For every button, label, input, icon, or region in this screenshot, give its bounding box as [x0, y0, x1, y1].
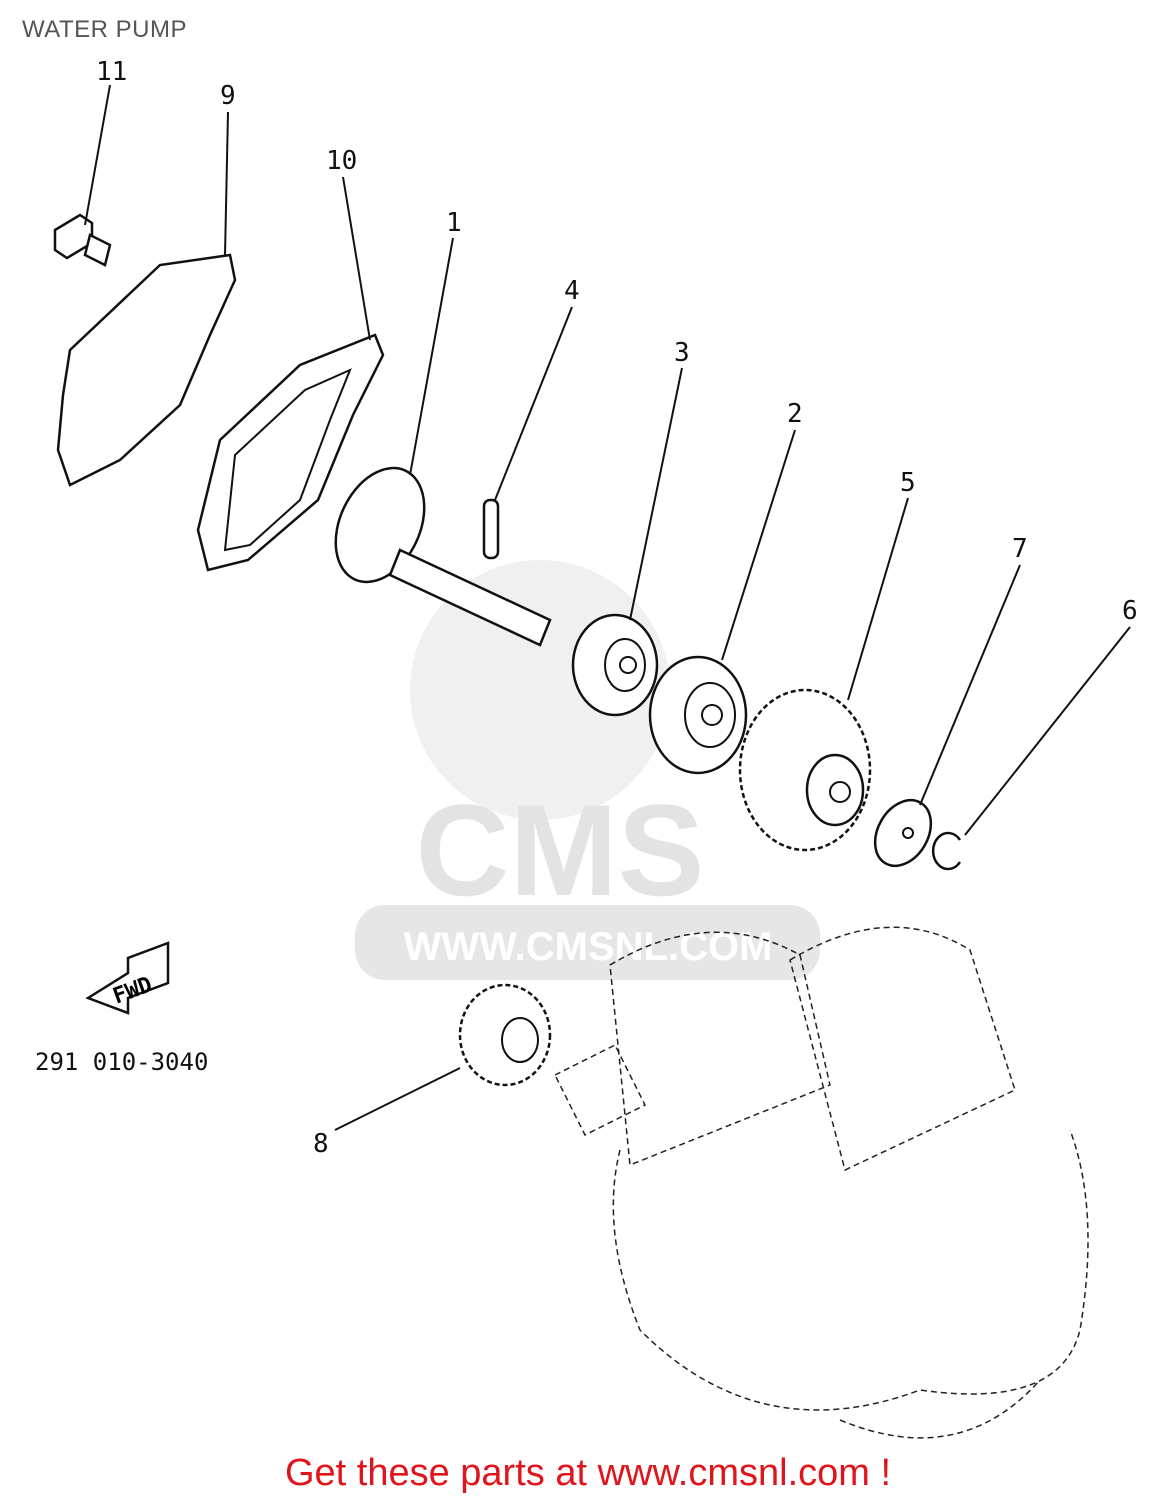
- part-6-circlip[interactable]: [931, 831, 962, 871]
- part-2-bearing[interactable]: [648, 655, 748, 775]
- watermark-logo: CMS: [416, 777, 705, 923]
- watermark-url: WWW.CMSNL.COM: [404, 925, 773, 969]
- part-7-washer[interactable]: [864, 790, 942, 876]
- leader-lines: [84, 84, 1131, 1131]
- part-5-gear[interactable]: [738, 688, 872, 852]
- callout-2[interactable]: 2: [787, 399, 803, 429]
- callout-9[interactable]: 9: [220, 81, 236, 111]
- part-1-impeller-shaft[interactable]: [318, 454, 552, 647]
- part-3-bearing[interactable]: [571, 613, 659, 717]
- callout-6[interactable]: 6: [1122, 596, 1138, 626]
- fwd-arrow-icon: FWD: [85, 941, 170, 1015]
- callout-1[interactable]: 1: [446, 208, 462, 238]
- cmsnl-link[interactable]: Get these parts at www.cmsnl.com !: [284, 1452, 892, 1494]
- part-10-gasket[interactable]: [196, 333, 385, 572]
- diagram-code: 291 010-3040: [35, 1048, 208, 1076]
- diagram-title: WATER PUMP: [22, 16, 187, 43]
- callout-3[interactable]: 3: [674, 338, 690, 368]
- callout-10[interactable]: 10: [326, 146, 357, 176]
- callout-5[interactable]: 5: [900, 468, 916, 498]
- callout-4[interactable]: 4: [564, 276, 580, 306]
- callout-11[interactable]: 11: [96, 57, 127, 87]
- fwd-label: FWD: [110, 972, 156, 1009]
- part-11-bolt[interactable]: [53, 213, 112, 267]
- callout-8[interactable]: 8: [313, 1129, 329, 1159]
- part-9-cover[interactable]: [56, 253, 237, 487]
- part-8-drive-gear[interactable]: [458, 983, 552, 1087]
- callout-labels: 11 9 10 1 4 3 2 5 7 6 8: [96, 57, 1138, 1159]
- callout-7[interactable]: 7: [1012, 534, 1028, 564]
- engine-outline: [553, 926, 1089, 1439]
- part-4-pin[interactable]: [482, 498, 500, 560]
